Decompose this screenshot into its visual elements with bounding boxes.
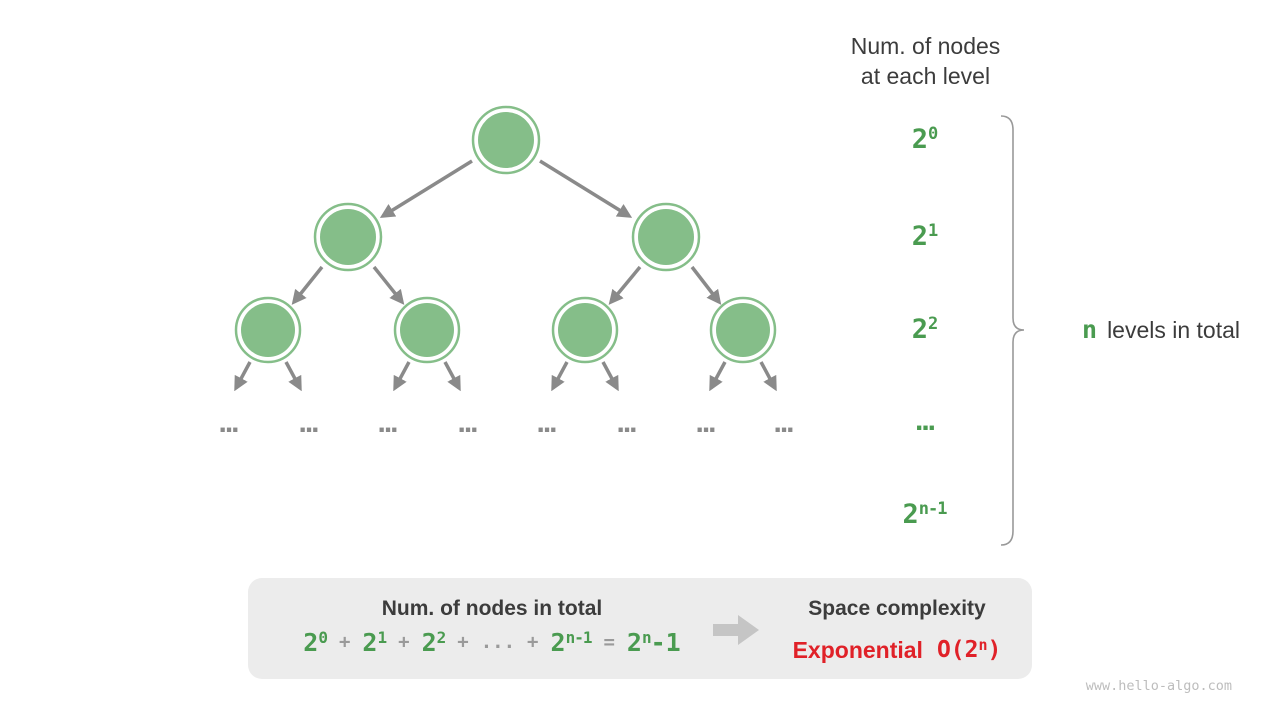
tree-ellipsis: ...: [377, 406, 398, 439]
level-label-ellipsis: ...: [914, 404, 936, 437]
tree-ellipsis: ...: [536, 406, 557, 439]
complexity-value: Exponential O(2n): [776, 634, 1018, 666]
tree-node-l3-2: [393, 296, 461, 364]
summary-right: Space complexity Exponential O(2n): [776, 578, 1018, 679]
tree-ellipsis: ...: [616, 406, 637, 439]
formula-equals: =: [603, 631, 615, 653]
tree-node-l3-4: [709, 296, 777, 364]
edge-dots: [284, 361, 302, 392]
tree-node-l3-1: [234, 296, 302, 364]
tree-ellipsis: ...: [457, 406, 478, 439]
edge-dots: [234, 361, 252, 392]
column-header: Num. of nodes at each level: [808, 31, 1043, 91]
summary-box: Num. of nodes in total 20 + 21 + 22 + ..…: [248, 578, 1032, 679]
tree-node-root: [471, 105, 541, 175]
complexity-word: Exponential: [792, 636, 923, 663]
edge-dots: [551, 361, 569, 392]
column-header-line1: Num. of nodes: [850, 33, 1001, 59]
level-label-sup: 2: [928, 314, 938, 334]
formula-operator: +: [457, 631, 469, 653]
tree-node-l2-right: [631, 202, 701, 272]
edge-root-right: [539, 159, 633, 218]
brace: [1000, 115, 1025, 546]
formula-term: 22: [421, 627, 447, 657]
brace-label-n: n: [1082, 315, 1098, 344]
edge-dots: [393, 361, 411, 392]
tree-ellipsis: ...: [773, 406, 794, 439]
level-label-base: 2: [902, 499, 919, 530]
tree-node-l2-left: [313, 202, 383, 272]
tree-ellipsis: ...: [218, 406, 239, 439]
brace-label-text: levels in total: [1107, 317, 1241, 343]
edge-l2r-right: [690, 265, 722, 305]
formula-operator: +: [398, 631, 410, 653]
level-label-sup: 0: [928, 124, 938, 144]
level-label-base: 2: [911, 221, 928, 252]
level-label-sup: 1: [928, 221, 938, 241]
edge-dots: [443, 361, 461, 392]
summary-left: Num. of nodes in total 20 + 21 + 22 + ..…: [266, 578, 718, 679]
edge-root-left: [379, 159, 473, 218]
edge-l2l-left: [291, 265, 324, 305]
level-label-sup: n-1: [918, 499, 948, 519]
watermark: www.hello-algo.com: [1085, 678, 1232, 694]
formula-term: 21: [362, 627, 387, 657]
formula-term: 2n-1: [550, 627, 593, 657]
implies-arrow-icon: [713, 615, 759, 645]
tree-ellipsis: ...: [298, 406, 319, 439]
edge-dots: [601, 361, 619, 392]
column-header-line2: at each level: [860, 63, 991, 89]
summary-left-title: Num. of nodes in total: [381, 597, 603, 620]
level-label-2: 22: [852, 314, 997, 346]
summary-right-title: Space complexity: [808, 597, 986, 620]
formula-term: 20: [303, 627, 328, 657]
complexity-big-o: O(2n): [936, 636, 1002, 663]
tree-ellipsis: ...: [695, 406, 716, 439]
tree-node-l3-3: [551, 296, 619, 364]
tree-nodes: [234, 105, 777, 364]
level-label-0: 20: [852, 124, 997, 156]
formula-ellipsis: ...: [480, 631, 516, 653]
level-label-base: 2: [911, 314, 928, 345]
level-label-base: 2: [911, 124, 928, 155]
level-label-n: 2n-1: [852, 499, 997, 531]
edge-l2l-right: [372, 265, 405, 305]
tree-edges: [234, 159, 777, 392]
formula-result: 2n-1: [626, 627, 681, 657]
edge-dots: [759, 361, 777, 392]
node-count-formula: 20 + 21 + 22 + ... + 2n-1 = 2n-1: [266, 625, 718, 659]
formula-operator: +: [527, 631, 539, 653]
level-label-1: 21: [852, 221, 997, 253]
brace-label: n levels in total: [1082, 315, 1240, 345]
edge-l2r-left: [608, 265, 642, 305]
formula-operator: +: [338, 631, 351, 653]
edge-dots: [709, 361, 727, 392]
